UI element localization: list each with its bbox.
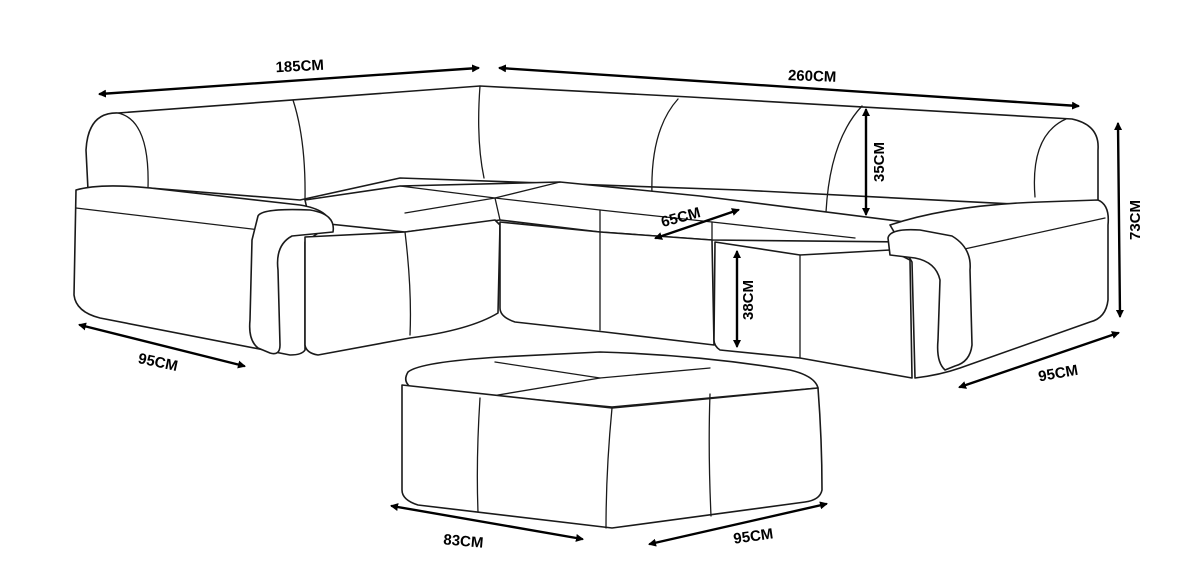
left-seat-front — [304, 219, 501, 356]
right-chaise — [889, 199, 1110, 379]
arrow-left-back-width — [98, 64, 480, 98]
arrow-right-back-width — [498, 64, 1080, 110]
ottoman-side — [401, 384, 823, 529]
left-arm — [248, 208, 335, 355]
arrow-left-depth — [78, 322, 246, 369]
label-total-height: 73CM — [1127, 200, 1144, 240]
arrow-right-depth — [958, 331, 1120, 389]
arrow-seat-depth — [654, 208, 740, 240]
label-seat-height: 38CM — [740, 280, 757, 320]
right-seat-front — [713, 241, 913, 379]
label-left-depth: 95CM — [137, 350, 180, 375]
middle-seat-front — [499, 221, 715, 346]
label-ottoman-width: 95CM — [732, 525, 774, 547]
arrow-total-height — [1114, 122, 1124, 318]
arrow-ottoman-width — [648, 501, 828, 547]
label-back-height: 35CM — [871, 142, 888, 182]
label-ottoman-length: 83CM — [443, 531, 484, 551]
arrow-ottoman-length — [390, 503, 584, 542]
label-right-back-width: 260CM — [788, 67, 837, 86]
label-left-back-width: 185CM — [275, 57, 324, 77]
sofa-back — [85, 85, 1099, 206]
label-right-depth: 95CM — [1037, 362, 1079, 386]
